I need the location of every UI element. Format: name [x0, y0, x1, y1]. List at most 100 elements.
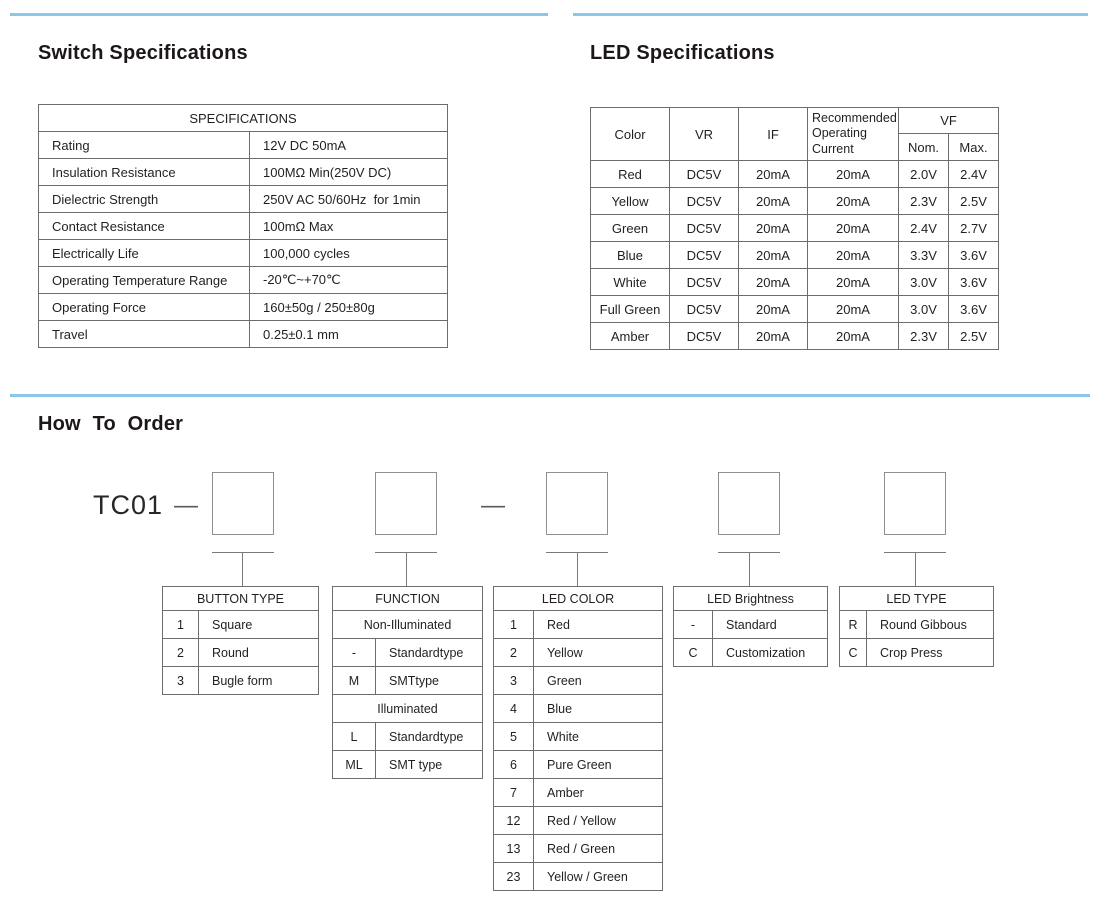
- led-if-cell: 20mA: [738, 268, 808, 296]
- led-type-table: LED TYPE R Round Gibbous C Crop Press: [839, 586, 994, 667]
- table-row: 4 Blue: [493, 694, 663, 723]
- label-cell: SMT type: [374, 750, 484, 779]
- code-cell: C: [839, 638, 867, 667]
- label-cell: Standardtype: [374, 722, 484, 751]
- code-cell: 3: [162, 666, 199, 695]
- table-row: FUNCTION: [331, 586, 484, 611]
- led-vr-cell: DC5V: [669, 268, 739, 296]
- table-row: Full Green DC5V 20mA 20mA 3.0V 3.6V: [590, 295, 999, 323]
- separator-dash: —: [174, 492, 198, 519]
- label-cell: Yellow / Green: [533, 862, 663, 891]
- led-vf-nom-cell: 2.3V: [898, 187, 949, 215]
- led-vf-max-cell: 2.5V: [948, 187, 999, 215]
- led-if-cell: 20mA: [738, 187, 808, 215]
- separator-dash: —: [481, 492, 505, 519]
- led-if-cell: 20mA: [738, 160, 808, 188]
- table-row: Green DC5V 20mA 20mA 2.4V 2.7V: [590, 214, 999, 242]
- label-cell: Round Gibbous: [866, 610, 994, 639]
- label-cell: Standard: [711, 610, 829, 639]
- led-vf-nom-cell: 2.0V: [898, 160, 949, 188]
- col-header-cell: IF: [738, 107, 808, 161]
- table-row: 13 Red / Green: [493, 834, 663, 863]
- spec-value-cell: 160±50g / 250±80g: [248, 293, 449, 321]
- order-code-box-function: [375, 472, 437, 535]
- led-vf-max-cell: 3.6V: [948, 268, 999, 296]
- table-row: - Standard: [673, 610, 829, 639]
- label-cell: Pure Green: [533, 750, 663, 779]
- label-cell: White: [533, 722, 663, 751]
- code-cell: ML: [332, 750, 376, 779]
- led-rec-cell: 20mA: [807, 295, 899, 323]
- label-cell: Crop Press: [866, 638, 994, 667]
- table-row: - Standardtype: [332, 638, 484, 667]
- table-row: 1 Red: [493, 610, 663, 639]
- code-cell: L: [332, 722, 376, 751]
- code-cell: 2: [162, 638, 199, 667]
- led-vf-nom-cell: 3.0V: [898, 295, 949, 323]
- spec-label-cell: Rating: [38, 131, 250, 159]
- led-vf-nom-cell: 3.3V: [898, 241, 949, 269]
- table-row: Amber DC5V 20mA 20mA 2.3V 2.5V: [590, 322, 999, 350]
- spec-label-cell: Dielectric Strength: [38, 185, 250, 213]
- table-row: 3 Green: [493, 666, 663, 695]
- code-cell: 1: [162, 610, 199, 639]
- code-cell: R: [839, 610, 867, 639]
- col-header-cell: Recommended Operating Current: [807, 107, 899, 161]
- led-vf-max-cell: 2.7V: [948, 214, 999, 242]
- connector-line: [577, 552, 578, 586]
- spec-value-cell: 100MΩ Min(250V DC): [248, 158, 449, 186]
- led-rec-cell: 20mA: [807, 322, 899, 350]
- table-row: 2 Round: [162, 638, 319, 667]
- col-header-cell: VF: [898, 107, 999, 134]
- connector-line: [242, 552, 243, 586]
- led-vf-nom-cell: 3.0V: [898, 268, 949, 296]
- led-vf-max-cell: 3.6V: [948, 295, 999, 323]
- group-header-cell: Illuminated: [331, 694, 484, 723]
- table-row: 7 Amber: [493, 778, 663, 807]
- led-vf-nom-cell: 2.3V: [898, 322, 949, 350]
- led-vf-nom-cell: 2.4V: [898, 214, 949, 242]
- led-rec-cell: 20mA: [807, 160, 899, 188]
- table-row: Color VR IF Recommended Operating Curren…: [590, 107, 999, 161]
- label-cell: Customization: [711, 638, 829, 667]
- spec-label-cell: Travel: [38, 320, 250, 348]
- led-vf-max-cell: 2.4V: [948, 160, 999, 188]
- label-cell: Blue: [533, 694, 663, 723]
- table-header-cell: LED COLOR: [493, 586, 663, 611]
- led-if-cell: 20mA: [738, 241, 808, 269]
- accent-rule-middle: [10, 394, 1090, 397]
- led-color-cell: Green: [590, 214, 670, 242]
- table-row: R Round Gibbous: [839, 610, 994, 639]
- table-row: C Crop Press: [839, 638, 994, 667]
- led-rec-cell: 20mA: [807, 187, 899, 215]
- table-row: Insulation Resistance 100MΩ Min(250V DC): [38, 158, 449, 186]
- table-row: White DC5V 20mA 20mA 3.0V 3.6V: [590, 268, 999, 296]
- code-cell: 1: [493, 610, 534, 639]
- code-cell: 6: [493, 750, 534, 779]
- label-cell: Green: [533, 666, 663, 695]
- table-row: 6 Pure Green: [493, 750, 663, 779]
- led-color-table: LED COLOR 1 Red 2 Yellow 3 Green 4 Blue …: [493, 586, 663, 891]
- code-cell: M: [332, 666, 376, 695]
- connector-line: [749, 552, 750, 586]
- led-if-cell: 20mA: [738, 214, 808, 242]
- order-code-prefix: TC01: [93, 490, 164, 520]
- code-cell: 12: [493, 806, 534, 835]
- led-color-cell: White: [590, 268, 670, 296]
- label-cell: Square: [198, 610, 319, 639]
- table-row: M SMTtype: [332, 666, 484, 695]
- connector-line: [406, 552, 407, 586]
- code-cell: 2: [493, 638, 534, 667]
- spec-label-cell: Operating Temperature Range: [38, 266, 250, 294]
- col-header-cell: VR: [669, 107, 739, 161]
- how-to-order-title: How To Order: [38, 413, 184, 435]
- accent-rule-top-right: [573, 13, 1088, 16]
- function-table: FUNCTION Non-Illuminated - Standardtype …: [331, 586, 484, 779]
- table-row: LED COLOR: [493, 586, 663, 611]
- table-row: LED TYPE: [839, 586, 994, 611]
- code-cell: 4: [493, 694, 534, 723]
- table-row: Contact Resistance 100mΩ Max: [38, 212, 449, 240]
- col-header-cell: Max.: [948, 133, 999, 161]
- spec-value-cell: 0.25±0.1 mm: [248, 320, 449, 348]
